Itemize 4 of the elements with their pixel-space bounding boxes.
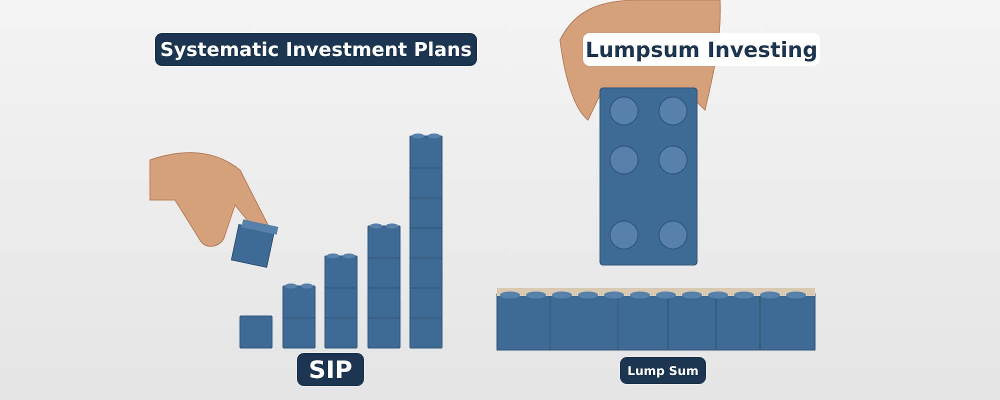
title-label: SIP xyxy=(297,353,364,386)
title-label: Lump Sum xyxy=(620,357,706,384)
title-label: Systematic Investment Plans xyxy=(155,33,477,66)
title-label: Lumpsum Investing xyxy=(583,33,820,66)
